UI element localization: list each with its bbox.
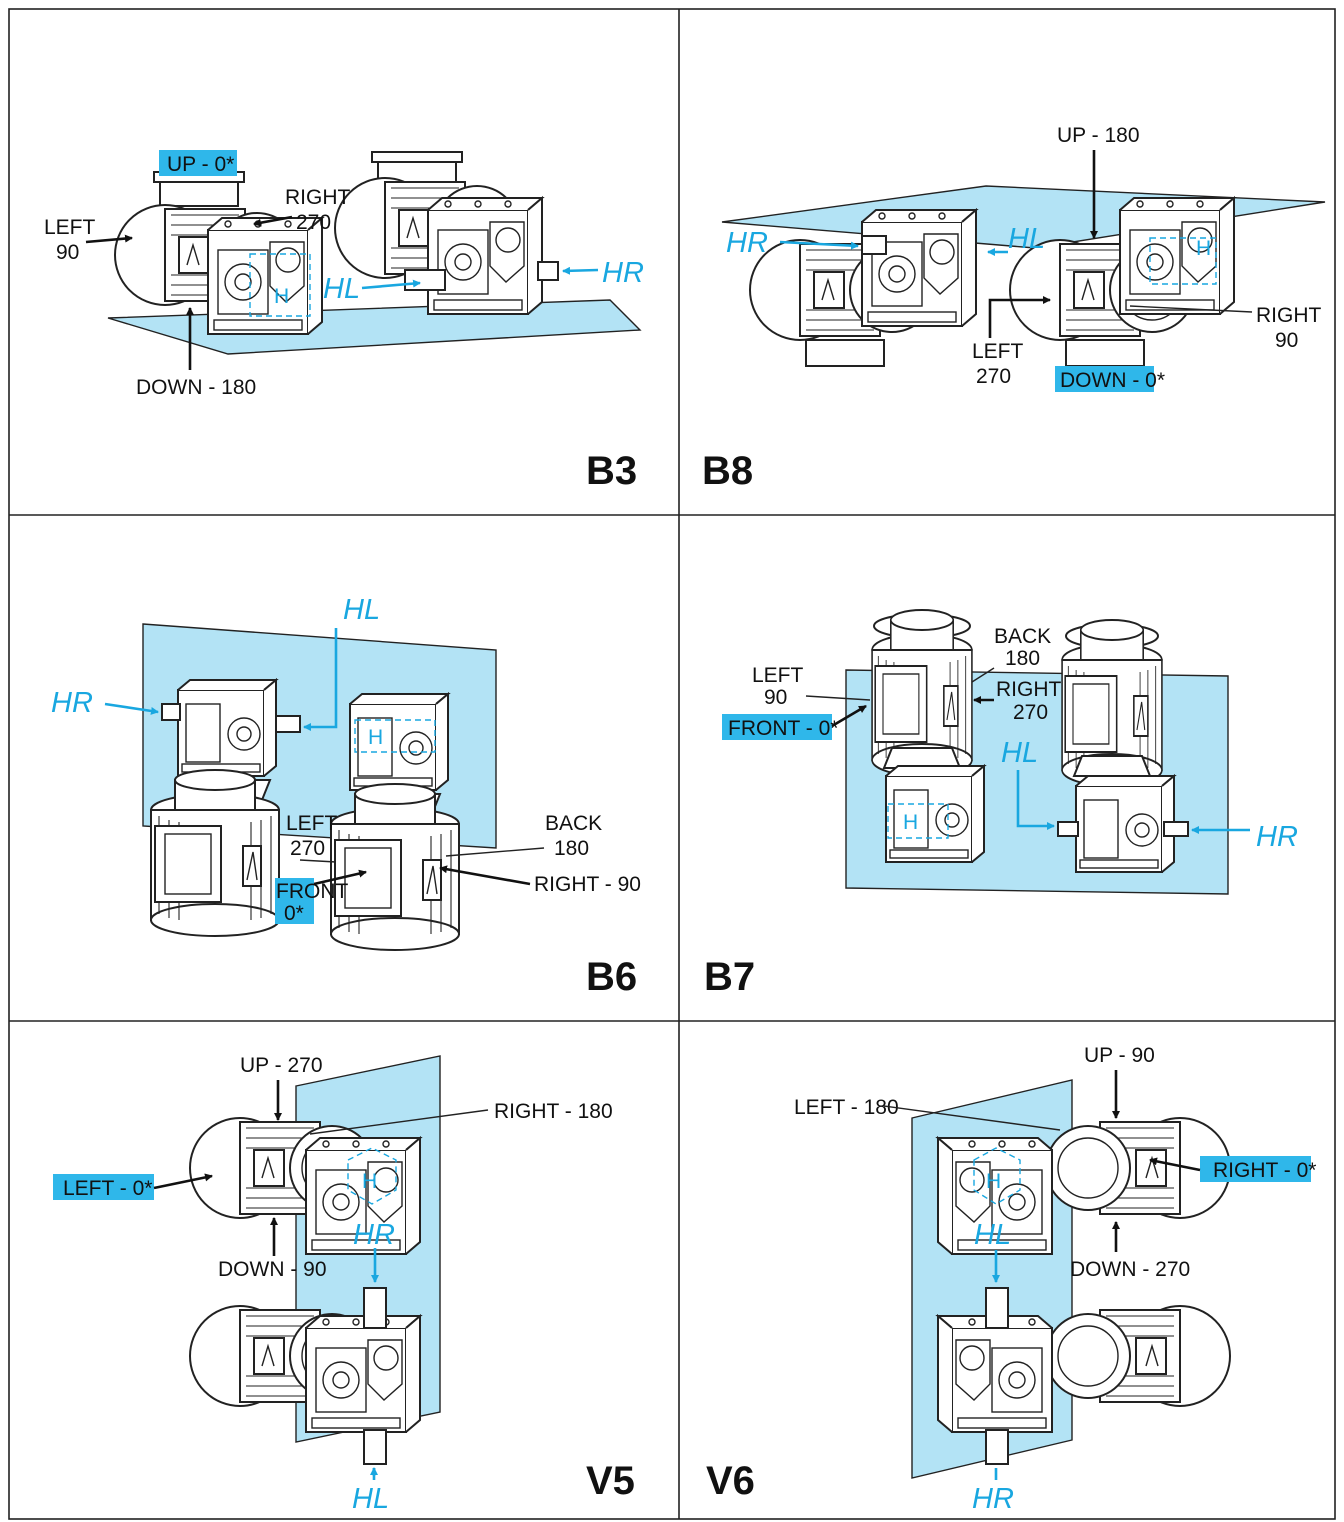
label-right-angle: 270 <box>296 211 331 234</box>
panel-b8: H UP - 180 LEFT 270 RIGHT 90 DOWN - 0* H… <box>702 124 1326 493</box>
panel-b7: H LEFT 90 FRONT - 0* BACK 180 RIGHT 270 … <box>704 609 1298 999</box>
label-left: LEFT <box>286 812 338 835</box>
label-up: UP - 180 <box>1057 124 1140 147</box>
label-left: LEFT <box>44 216 96 239</box>
label-right: RIGHT - 0* <box>1213 1159 1316 1182</box>
position-code: B3 <box>586 449 637 493</box>
label-right-angle: 270 <box>1013 701 1048 724</box>
gearmotor-2 <box>1057 619 1189 873</box>
hr-label: HR <box>726 227 768 259</box>
up-highlight <box>159 150 237 176</box>
label-down: DOWN - 90 <box>218 1258 327 1281</box>
label-up: UP - 0* <box>167 153 234 176</box>
label-left: LEFT - 180 <box>794 1096 899 1119</box>
panel-v6: H UP - 90 LEFT - 180 RIGHT - 0* DOWN - 2… <box>706 1044 1316 1515</box>
down-highlight <box>1055 366 1154 392</box>
label-front: FRONT - 0* <box>728 717 838 740</box>
hr-label: HR <box>1256 821 1298 853</box>
h-label: H <box>368 726 383 749</box>
position-code: V6 <box>706 1459 755 1503</box>
label-up: UP - 270 <box>240 1054 323 1077</box>
label-up: UP - 90 <box>1084 1044 1155 1067</box>
label-left-angle: 90 <box>764 686 787 709</box>
gearmotor-2 <box>937 1287 1231 1465</box>
label-back: BACK <box>994 625 1051 648</box>
label-left-angle: 270 <box>290 837 325 860</box>
label-back-angle: 180 <box>554 837 589 860</box>
hl-label: HL <box>974 1219 1011 1251</box>
left-highlight <box>53 1174 154 1200</box>
label-left: LEFT - 0* <box>63 1177 152 1200</box>
label-left-angle: 270 <box>976 365 1011 388</box>
label-back: BACK <box>545 812 602 835</box>
label-right: RIGHT <box>285 186 351 209</box>
panel-b6: H HL HR LEFT 270 BACK 180 FRONT 0* RIGHT… <box>51 594 641 999</box>
label-front-angle: 0* <box>284 902 304 925</box>
gearmotor-2 <box>334 151 559 315</box>
label-down: DOWN - 0* <box>1060 369 1165 392</box>
gearmotor-1: H <box>114 171 323 335</box>
h-label: H <box>903 811 918 834</box>
hr-label: HR <box>51 687 93 719</box>
gearmotor-2 <box>189 1287 421 1465</box>
hl-label: HL <box>343 594 380 626</box>
panel-b3: H UP - 0* LEFT 90 RIGHT 270 DOWN - 180 H… <box>44 150 644 493</box>
label-right-angle: 90 <box>1275 329 1298 352</box>
gearmotor-1: H <box>189 1117 421 1255</box>
gearmotor-1: H <box>937 1117 1231 1255</box>
label-down: DOWN - 180 <box>136 376 256 399</box>
hl-label: HL <box>352 1483 389 1515</box>
h-label: H <box>274 285 289 308</box>
label-left: LEFT <box>972 340 1024 363</box>
label-right: RIGHT <box>996 678 1062 701</box>
hl-label: HL <box>1008 223 1045 255</box>
gearmotor-1 <box>749 209 977 367</box>
label-right: RIGHT - 90 <box>534 873 641 896</box>
gearmotor-2: H <box>1009 197 1235 367</box>
h-label: H <box>1196 237 1211 260</box>
label-front: FRONT <box>276 880 348 903</box>
position-code: V5 <box>586 1459 635 1503</box>
right-highlight <box>1200 1156 1311 1182</box>
hr-label: HR <box>972 1483 1014 1515</box>
hr-label: HR <box>602 257 644 289</box>
label-right: RIGHT - 180 <box>494 1100 613 1123</box>
front-highlight <box>722 714 832 740</box>
h-label: H <box>986 1170 1001 1193</box>
mounting-plane <box>107 299 642 355</box>
label-left-angle: 90 <box>56 241 79 264</box>
hl-label: HL <box>1001 737 1038 769</box>
gearmotor-2: H <box>330 693 460 951</box>
position-code: B8 <box>702 449 753 493</box>
gearmotor-1 <box>150 679 301 937</box>
label-back-angle: 180 <box>1005 647 1040 670</box>
panel-v5: H UP - 270 RIGHT - 180 LEFT - 0* DOWN - … <box>53 1054 635 1515</box>
position-code: B6 <box>586 955 637 999</box>
label-down: DOWN - 270 <box>1070 1258 1190 1281</box>
panel-grid <box>8 8 1336 1520</box>
front-highlight <box>275 878 314 924</box>
label-left: LEFT <box>752 664 804 687</box>
label-right: RIGHT <box>1256 304 1322 327</box>
h-label: H <box>362 1170 377 1193</box>
hl-label: HL <box>323 273 360 305</box>
hr-label: HR <box>353 1219 395 1251</box>
position-code: B7 <box>704 955 755 999</box>
gearmotor-1: H <box>871 609 985 863</box>
